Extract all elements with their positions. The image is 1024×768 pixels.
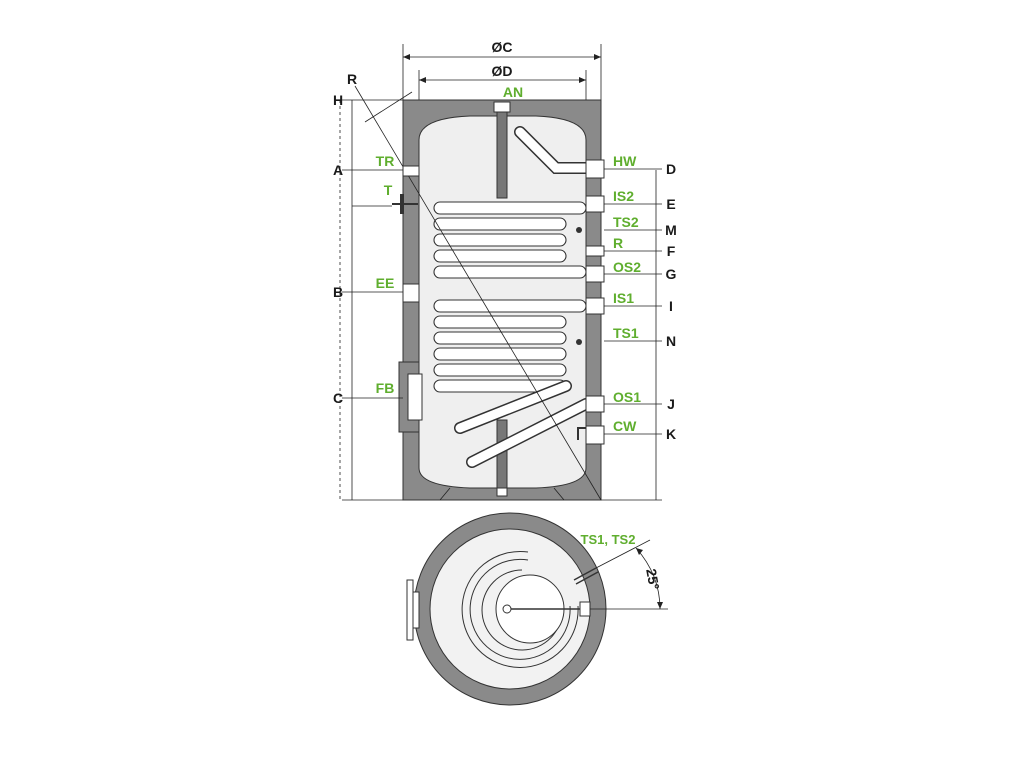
label-m: M (665, 222, 677, 238)
diagonal-r: R (347, 71, 602, 501)
label-h: H (333, 92, 343, 108)
label-g: G (666, 266, 677, 282)
label-od: ØD (492, 63, 513, 79)
dimension-oc: ØC (402, 39, 602, 100)
label-a: A (333, 162, 343, 178)
label-is2: IS2 (613, 188, 634, 204)
tank-top-view: 25° TS1, TS2 (406, 512, 668, 706)
label-angle: 25° (643, 567, 662, 591)
label-an: AN (503, 84, 523, 100)
left-connection-labels: TR T EE FB (376, 153, 395, 396)
label-r-port: R (613, 235, 623, 251)
right-connection-labels: HW IS2 TS2 R OS2 IS1 TS1 OS1 CW (613, 153, 641, 434)
label-f: F (667, 243, 676, 259)
lower-coil (433, 299, 592, 468)
label-ts1-ts2: TS1, TS2 (581, 532, 636, 547)
label-ts2: TS2 (613, 214, 639, 230)
label-i: I (669, 298, 673, 314)
left-dimension-lines (339, 99, 403, 501)
label-k: K (666, 426, 676, 442)
right-dimension-lines (601, 168, 662, 501)
label-oc: ØC (492, 39, 513, 55)
label-os2: OS2 (613, 259, 641, 275)
left-fittings (392, 165, 423, 433)
label-tr: TR (376, 153, 395, 169)
right-letter-labels: D E M F G I N J K (665, 161, 677, 442)
label-is1: IS1 (613, 290, 634, 306)
label-n: N (666, 333, 676, 349)
label-j: J (667, 396, 675, 412)
label-ee: EE (376, 275, 395, 291)
left-letter-labels: H A B C (333, 92, 343, 406)
label-hw: HW (613, 153, 637, 169)
label-r: R (347, 71, 357, 87)
label-fb: FB (376, 380, 395, 396)
dimension-od: ØD (418, 63, 587, 100)
label-ts1: TS1 (613, 325, 639, 341)
label-os1: OS1 (613, 389, 641, 405)
upper-coil (433, 201, 587, 279)
label-t: T (384, 182, 393, 198)
label-cw: CW (613, 418, 637, 434)
label-c: C (333, 390, 343, 406)
label-b: B (333, 284, 343, 300)
label-d: D (666, 161, 676, 177)
label-e: E (666, 196, 675, 212)
